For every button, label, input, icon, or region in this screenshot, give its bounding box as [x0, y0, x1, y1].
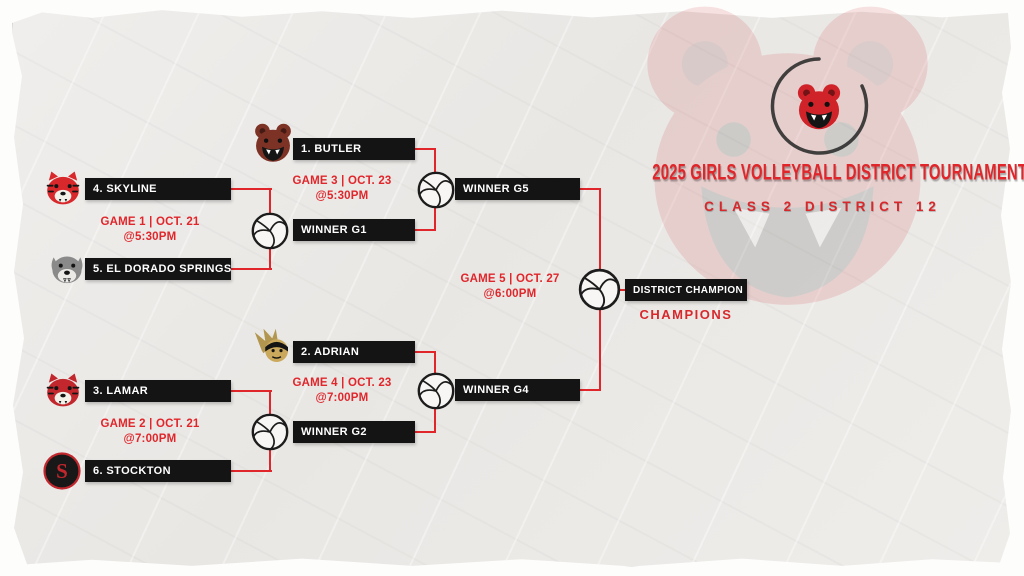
volleyball-icon	[250, 211, 290, 251]
game3-time: @5:30PM	[315, 190, 369, 202]
volleyball-icon	[416, 170, 456, 210]
team-box-butler: 1. BUTLER	[293, 138, 415, 160]
tournament-title: 2025 GIRLS VOLLEYBALL DISTRICT TOURNAMEN…	[652, 161, 1024, 185]
game5-time: @6:00PM	[483, 288, 537, 300]
team-box-adrian: 2. ADRIAN	[293, 341, 415, 363]
team-box-winner-g5: WINNER G5	[455, 178, 580, 200]
game3-schedule: GAME 3 | OCT. 23 @5:30PM	[283, 174, 401, 204]
game1-time: @5:30PM	[123, 231, 177, 243]
bracket-connector	[230, 390, 272, 392]
team-box-lamar: 3. LAMAR	[85, 380, 231, 402]
tiger-badge-icon	[41, 450, 83, 492]
team-box-skyline: 4. SKYLINE	[85, 178, 231, 200]
tournament-subtitle: CLASS 2 DISTRICT 12	[704, 199, 941, 214]
team-box-winner-g1: WINNER G1	[293, 219, 415, 241]
game4-label: GAME 4 | OCT. 23	[292, 377, 392, 389]
game5-label: GAME 5 | OCT. 27	[460, 273, 560, 285]
team-box-el-dorado-springs: 5. EL DORADO SPRINGS	[85, 258, 231, 280]
chief-mascot-icon	[253, 327, 295, 369]
bracket-connector	[415, 351, 436, 353]
tiger-mascot-icon	[43, 371, 83, 411]
bracket-connector	[415, 148, 436, 150]
bracket-connector	[415, 431, 436, 433]
volleyball-icon	[416, 371, 456, 411]
tiger-mascot-icon	[43, 169, 83, 209]
team-box-winner-g2: WINNER G2	[293, 421, 415, 443]
game3-label: GAME 3 | OCT. 23	[292, 175, 392, 187]
team-box-winner-g4: WINNER G4	[455, 379, 580, 401]
game5-schedule: GAME 5 | OCT. 27 @6:00PM	[440, 272, 580, 302]
bracket-connector	[580, 188, 601, 190]
game4-schedule: GAME 4 | OCT. 23 @7:00PM	[283, 376, 401, 406]
volleyball-icon	[250, 412, 290, 452]
bear-mascot-icon	[251, 121, 295, 165]
game2-schedule: GAME 2 | OCT. 21 @7:00PM	[80, 417, 220, 447]
team-box-stockton: 6. STOCKTON	[85, 460, 231, 482]
champions-caption: CHAMPIONS	[639, 307, 733, 322]
district-champion-box: DISTRICT CHAMPION	[625, 279, 747, 301]
bracket-connector	[415, 229, 436, 231]
bracket-connector	[580, 389, 601, 391]
game2-time: @7:00PM	[123, 433, 177, 445]
bracket-connector	[230, 188, 272, 190]
game1-label: GAME 1 | OCT. 21	[100, 216, 200, 228]
game1-schedule: GAME 1 | OCT. 21 @5:30PM	[80, 215, 220, 245]
game2-label: GAME 2 | OCT. 21	[100, 418, 200, 430]
bear-circle-logo	[770, 57, 869, 155]
game4-time: @7:00PM	[315, 392, 369, 404]
bracket-connector	[230, 268, 272, 270]
bracket-connector	[230, 470, 272, 472]
bulldog-mascot-icon	[47, 249, 87, 289]
volleyball-icon	[577, 267, 622, 312]
